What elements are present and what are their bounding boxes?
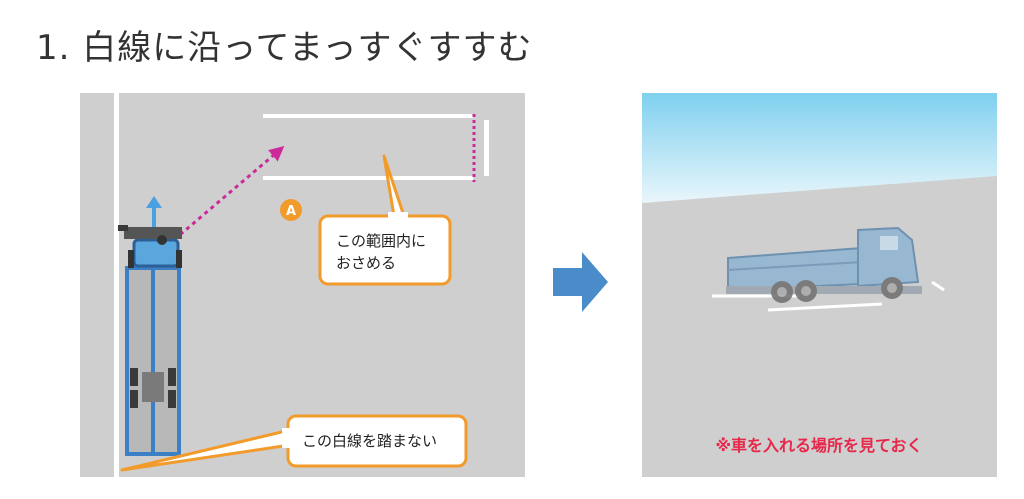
slot-stop-line — [484, 120, 489, 176]
slot-line-bottom — [263, 176, 473, 180]
callout-range-line-1: この範囲内に — [336, 232, 426, 250]
next-step-arrow-icon — [553, 252, 608, 312]
callout-line: この白線を踏まない — [120, 414, 468, 472]
road — [642, 176, 997, 477]
truck-side-view — [726, 226, 922, 303]
driver-view: ※車を入れる場所を見ておく — [642, 93, 997, 477]
page-title: 1. 白線に沿ってまっすぐすすむ — [36, 28, 533, 68]
slot-line-top — [263, 114, 473, 118]
parking-diagram: A この範囲内に おさめる この白線を踏まない — [80, 93, 525, 477]
badge-a-label: A — [286, 204, 296, 219]
callout-range-line-2: おさめる — [336, 254, 396, 272]
badge-a-icon — [280, 199, 302, 221]
left-white-line — [114, 93, 119, 477]
forward-arrow-icon — [146, 196, 162, 228]
callout-range: この範囲内に おさめる — [318, 154, 452, 286]
callout-line-text: この白線を踏まない — [302, 432, 437, 450]
guide-path-arrow — [167, 146, 285, 247]
truck-top-view — [118, 225, 182, 456]
note-text: ※車を入れる場所を見ておく — [715, 436, 922, 455]
